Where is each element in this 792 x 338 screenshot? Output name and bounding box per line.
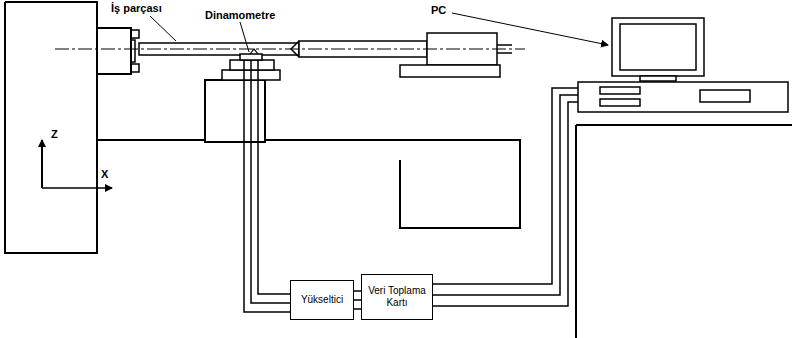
- drive-bay: [600, 87, 640, 94]
- centerline: [55, 49, 525, 50]
- box-text: Yükseltici: [301, 294, 343, 306]
- leader-line: [240, 22, 249, 52]
- part-label: PC: [430, 4, 447, 17]
- part-label: İş parçası: [110, 2, 163, 15]
- drive-bay: [700, 90, 750, 102]
- dynamometer: [240, 54, 262, 60]
- desk: [576, 125, 792, 338]
- computer: [578, 18, 788, 112]
- chuck-jaws: [131, 30, 139, 72]
- daq-card-box: Veri Toplama Kartı: [361, 274, 433, 320]
- z-axis-arrow: [41, 140, 43, 188]
- box-text: Veri Toplama Kartı: [365, 285, 429, 309]
- signal-wires: [244, 60, 290, 312]
- lathe-bed: [265, 140, 520, 228]
- tool-post: [230, 60, 274, 70]
- axis-label: X: [100, 168, 109, 181]
- pc-case: [578, 82, 788, 112]
- monitor-stand: [640, 76, 676, 81]
- chuck: [97, 28, 131, 74]
- leader-arrow: [452, 13, 608, 45]
- amplifier-box: Yükseltici: [290, 280, 354, 320]
- monitor: [612, 18, 704, 76]
- screen: [620, 24, 696, 70]
- pc-wires: [433, 88, 578, 306]
- leader-line: [150, 16, 176, 41]
- tailstock-base: [400, 65, 500, 77]
- headstock: [5, 2, 205, 253]
- carriage: [205, 80, 265, 142]
- cable-connector: [354, 291, 361, 309]
- cutting-tool: [250, 49, 258, 54]
- drive-bay: [600, 99, 640, 106]
- axis-label: Z: [50, 128, 59, 141]
- part-label: Dinamometre: [204, 9, 276, 22]
- x-axis-arrow: [42, 187, 112, 189]
